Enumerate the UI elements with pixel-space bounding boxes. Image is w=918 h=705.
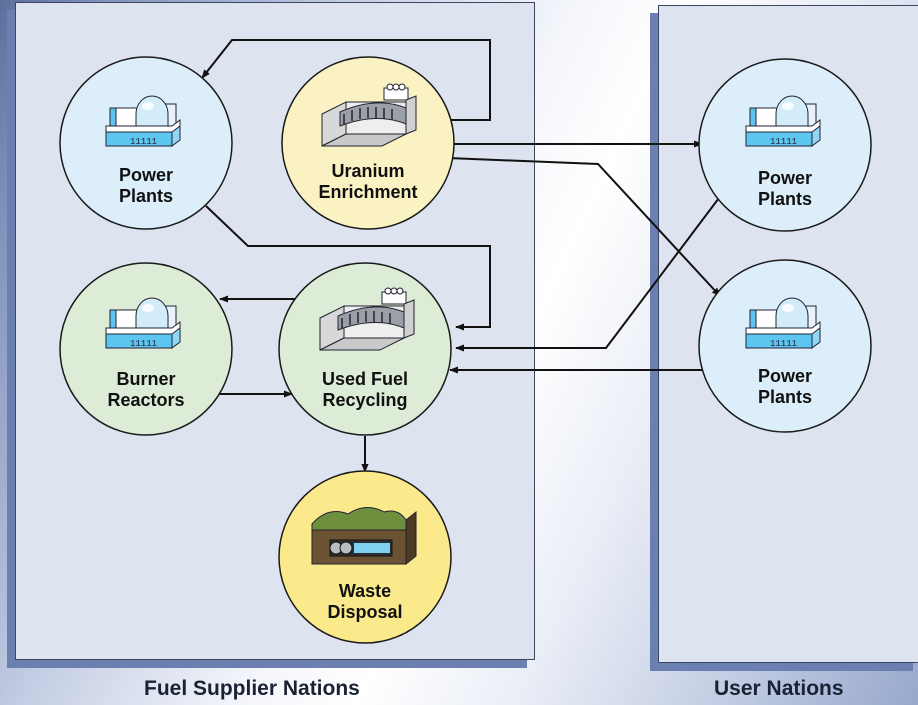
flow-user-plants-1-to-recycling (455, 185, 729, 352)
repository-icon (311, 506, 417, 565)
node-burner-reactors (59, 262, 233, 436)
flow-enrichment-to-user-plants-2 (447, 157, 721, 297)
section-label-fuel-supplier-nations: Fuel Supplier Nations (144, 677, 360, 700)
flow-supplier-plants-to-recycling (205, 205, 491, 331)
flow-enrichment-to-supplier-plants (201, 39, 491, 121)
section-label-user-nations: User Nations (714, 677, 844, 700)
